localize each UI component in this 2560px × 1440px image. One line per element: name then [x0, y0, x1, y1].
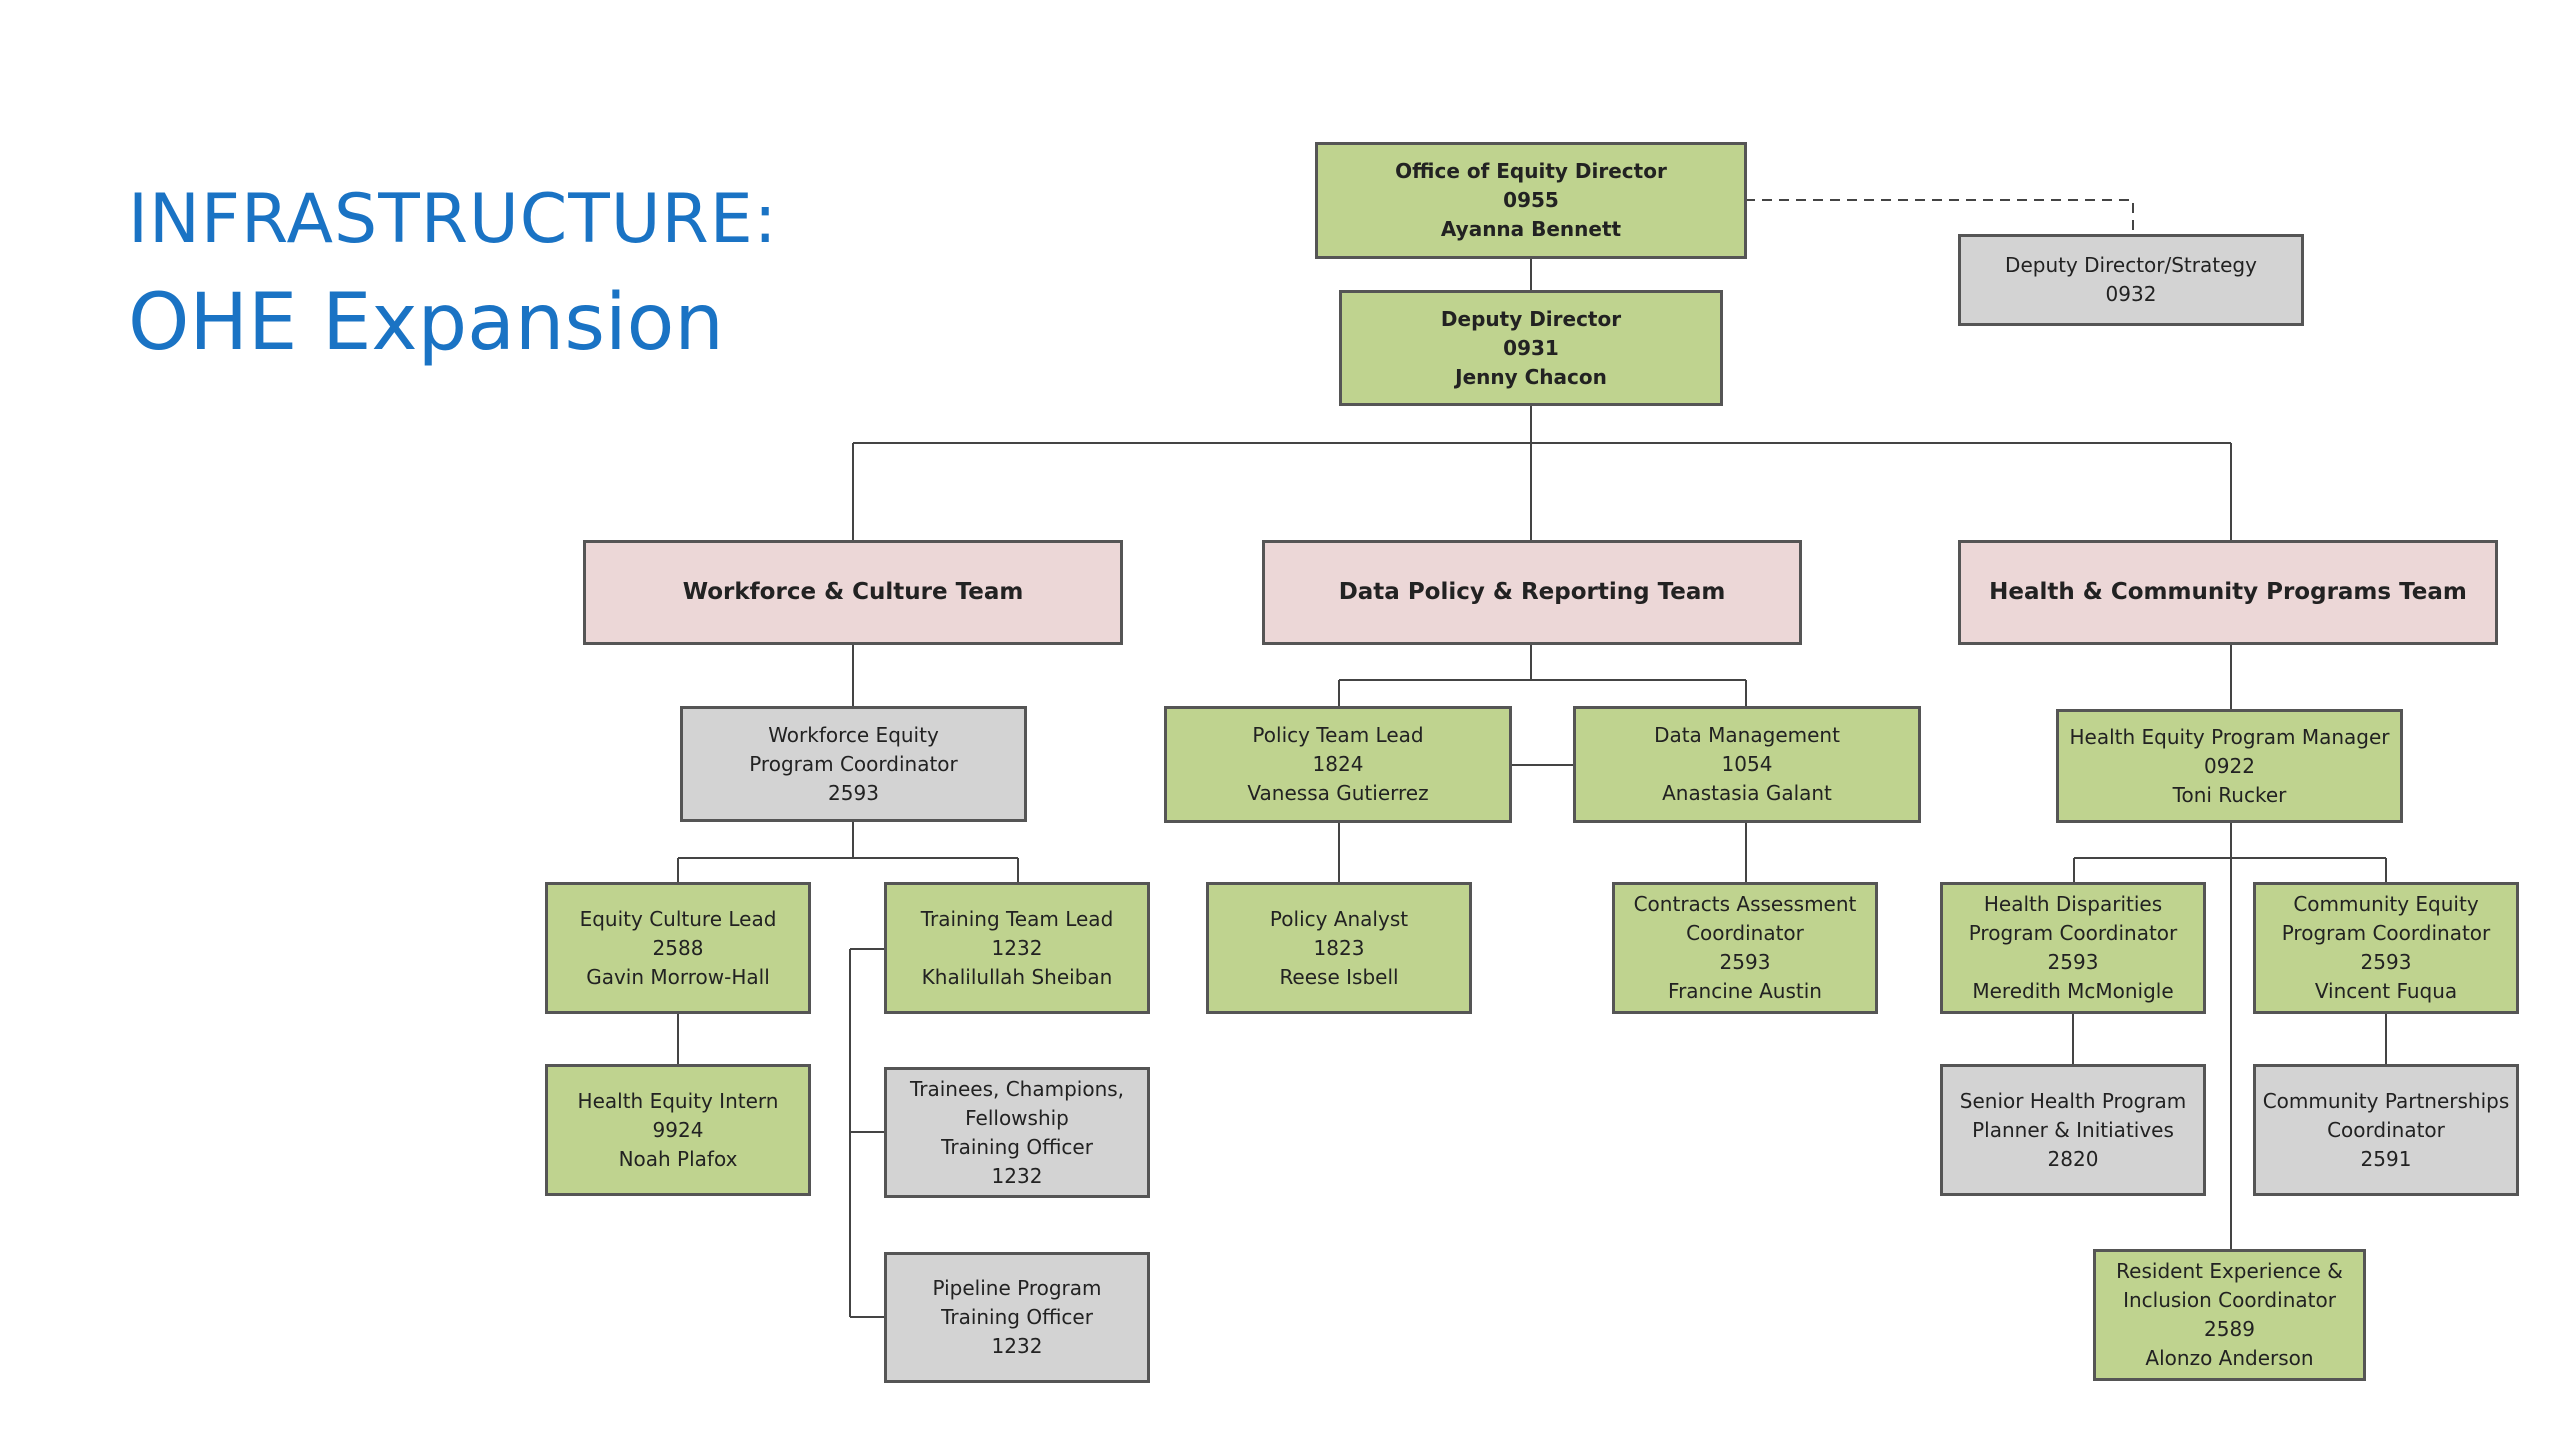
- pipeline-training-officer-box: Pipeline Program Training Officer 1232: [884, 1252, 1150, 1383]
- position-code: 0955: [1503, 188, 1559, 212]
- community-partnerships-coordinator-box: Community Partnerships Coordinator 2591: [2253, 1064, 2519, 1196]
- deputy-director-box: Deputy Director 0931 Jenny Chacon: [1339, 290, 1723, 406]
- contracts-assessment-coordinator-box: Contracts Assessment Coordinator 2593 Fr…: [1612, 882, 1878, 1014]
- position-code: 1232: [991, 935, 1043, 960]
- position-title: Policy Analyst: [1269, 906, 1409, 931]
- person-name: Vanessa Gutierrez: [1247, 781, 1429, 805]
- person-name: Ayanna Bennett: [1440, 217, 1622, 241]
- position-title: Equity Culture Lead: [579, 906, 777, 931]
- position-title-line1: Contracts Assessment: [1633, 892, 1857, 916]
- position-title-line1: Community Equity: [2293, 892, 2479, 916]
- position-title-line2: Inclusion Coordinator: [2123, 1288, 2336, 1312]
- position-title: Office of Equity Director: [1395, 159, 1667, 183]
- position-code: 2591: [2360, 1146, 2412, 1171]
- position-title-line2: Training Officer: [941, 1305, 1093, 1329]
- position-code: 2593: [2047, 950, 2099, 974]
- position-title-line1: Senior Health Program: [1959, 1088, 2187, 1113]
- resident-experience-coordinator-box: Resident Experience & Inclusion Coordina…: [2093, 1249, 2366, 1381]
- person-name: Jenny Chacon: [1455, 364, 1607, 389]
- person-name: Gavin Morrow-Hall: [586, 964, 770, 989]
- position-code: 2593: [828, 780, 879, 805]
- equity-culture-lead-box: Equity Culture Lead 2588 Gavin Morrow-Ha…: [545, 882, 811, 1014]
- position-title-line2: Coordinator: [2327, 1117, 2445, 1142]
- data-management-box: Data Management 1054 Anastasia Galant: [1573, 706, 1921, 823]
- position-code: 1824: [1312, 752, 1364, 776]
- position-title-line2: Program Coordinator: [2281, 921, 2491, 945]
- workforce-culture-team-header: Workforce & Culture Team: [583, 540, 1123, 645]
- position-title-line3: Training Officer: [941, 1134, 1093, 1159]
- health-disparities-coordinator-box: Health Disparities Program Coordinator 2…: [1940, 882, 2206, 1014]
- office-of-equity-director-box: Office of Equity Director 0955 Ayanna Be…: [1315, 142, 1747, 259]
- person-name: Reese Isbell: [1279, 964, 1399, 989]
- position-code: 1232: [991, 1163, 1043, 1188]
- position-code: 0922: [2204, 753, 2255, 778]
- position-title-line1: Health Disparities: [1983, 892, 2163, 916]
- position-title: Policy Team Lead: [1252, 723, 1424, 747]
- trainees-training-officer-box: Trainees, Champions, Fellowship Training…: [884, 1067, 1150, 1198]
- position-title: Health Equity Program Manager: [2069, 724, 2390, 749]
- position-code: 2593: [1719, 950, 1771, 974]
- slide-title: INFRASTRUCTURE:: [128, 180, 778, 259]
- position-title-line2: Coordinator: [1686, 921, 1804, 945]
- person-name: Khalilullah Sheiban: [921, 964, 1113, 989]
- position-title-line1: Pipeline Program: [932, 1276, 1102, 1300]
- position-code: 9924: [652, 1117, 704, 1142]
- position-title-line1: Resident Experience &: [2116, 1259, 2343, 1283]
- position-title-line2: Program Coordinator: [1968, 921, 2178, 945]
- position-title: Health Equity Intern: [577, 1088, 779, 1113]
- person-name: Vincent Fuqua: [2314, 979, 2458, 1003]
- health-equity-intern-box: Health Equity Intern 9924 Noah Plafox: [545, 1064, 811, 1196]
- deputy-director-strategy-box: Deputy Director/Strategy 0932: [1958, 234, 2304, 326]
- slide-subtitle: OHE Expansion: [128, 278, 724, 368]
- team-name: Workforce & Culture Team: [682, 579, 1024, 605]
- policy-team-lead-box: Policy Team Lead 1824 Vanessa Gutierrez: [1164, 706, 1512, 823]
- position-title: Deputy Director: [1440, 306, 1622, 331]
- workforce-equity-coordinator-box: Workforce Equity Program Coordinator 259…: [680, 706, 1027, 822]
- team-name: Health & Community Programs Team: [1989, 579, 2467, 605]
- health-community-programs-team-header: Health & Community Programs Team: [1958, 540, 2498, 645]
- position-code: 1054: [1721, 752, 1773, 776]
- position-code: 0931: [1503, 335, 1559, 360]
- position-title-line1: Community Partnerships: [2262, 1088, 2510, 1113]
- position-code: 2589: [2204, 1317, 2255, 1341]
- position-code: 1232: [991, 1334, 1043, 1358]
- position-title-line1: Trainees, Champions,: [909, 1076, 1125, 1101]
- position-title: Deputy Director/Strategy: [2005, 253, 2257, 277]
- person-name: Anastasia Galant: [1662, 781, 1832, 805]
- position-title-line1: Workforce Equity: [768, 722, 939, 747]
- person-name: Alonzo Anderson: [2145, 1346, 2314, 1370]
- person-name: Noah Plafox: [618, 1146, 738, 1171]
- policy-analyst-box: Policy Analyst 1823 Reese Isbell: [1206, 882, 1472, 1014]
- position-code: 2588: [652, 935, 704, 960]
- position-code: 2820: [2047, 1146, 2099, 1171]
- data-policy-reporting-team-header: Data Policy & Reporting Team: [1262, 540, 1802, 645]
- training-team-lead-box: Training Team Lead 1232 Khalilullah Shei…: [884, 882, 1150, 1014]
- position-title: Training Team Lead: [920, 906, 1114, 931]
- position-title-line2: Fellowship: [965, 1105, 1069, 1130]
- team-name: Data Policy & Reporting Team: [1338, 579, 1726, 605]
- position-title-line2: Planner & Initiatives: [1972, 1117, 2174, 1142]
- position-title-line2: Program Coordinator: [749, 751, 958, 776]
- position-code: 0932: [2105, 282, 2157, 306]
- health-equity-program-manager-box: Health Equity Program Manager 0922 Toni …: [2056, 709, 2403, 823]
- position-title: Data Management: [1654, 723, 1840, 747]
- person-name: Meredith McMonigle: [1972, 979, 2174, 1003]
- community-equity-coordinator-box: Community Equity Program Coordinator 259…: [2253, 882, 2519, 1014]
- person-name: Toni Rucker: [2172, 782, 2287, 807]
- senior-health-program-planner-box: Senior Health Program Planner & Initiati…: [1940, 1064, 2206, 1196]
- position-code: 1823: [1313, 935, 1365, 960]
- position-code: 2593: [2360, 950, 2412, 974]
- person-name: Francine Austin: [1668, 979, 1822, 1003]
